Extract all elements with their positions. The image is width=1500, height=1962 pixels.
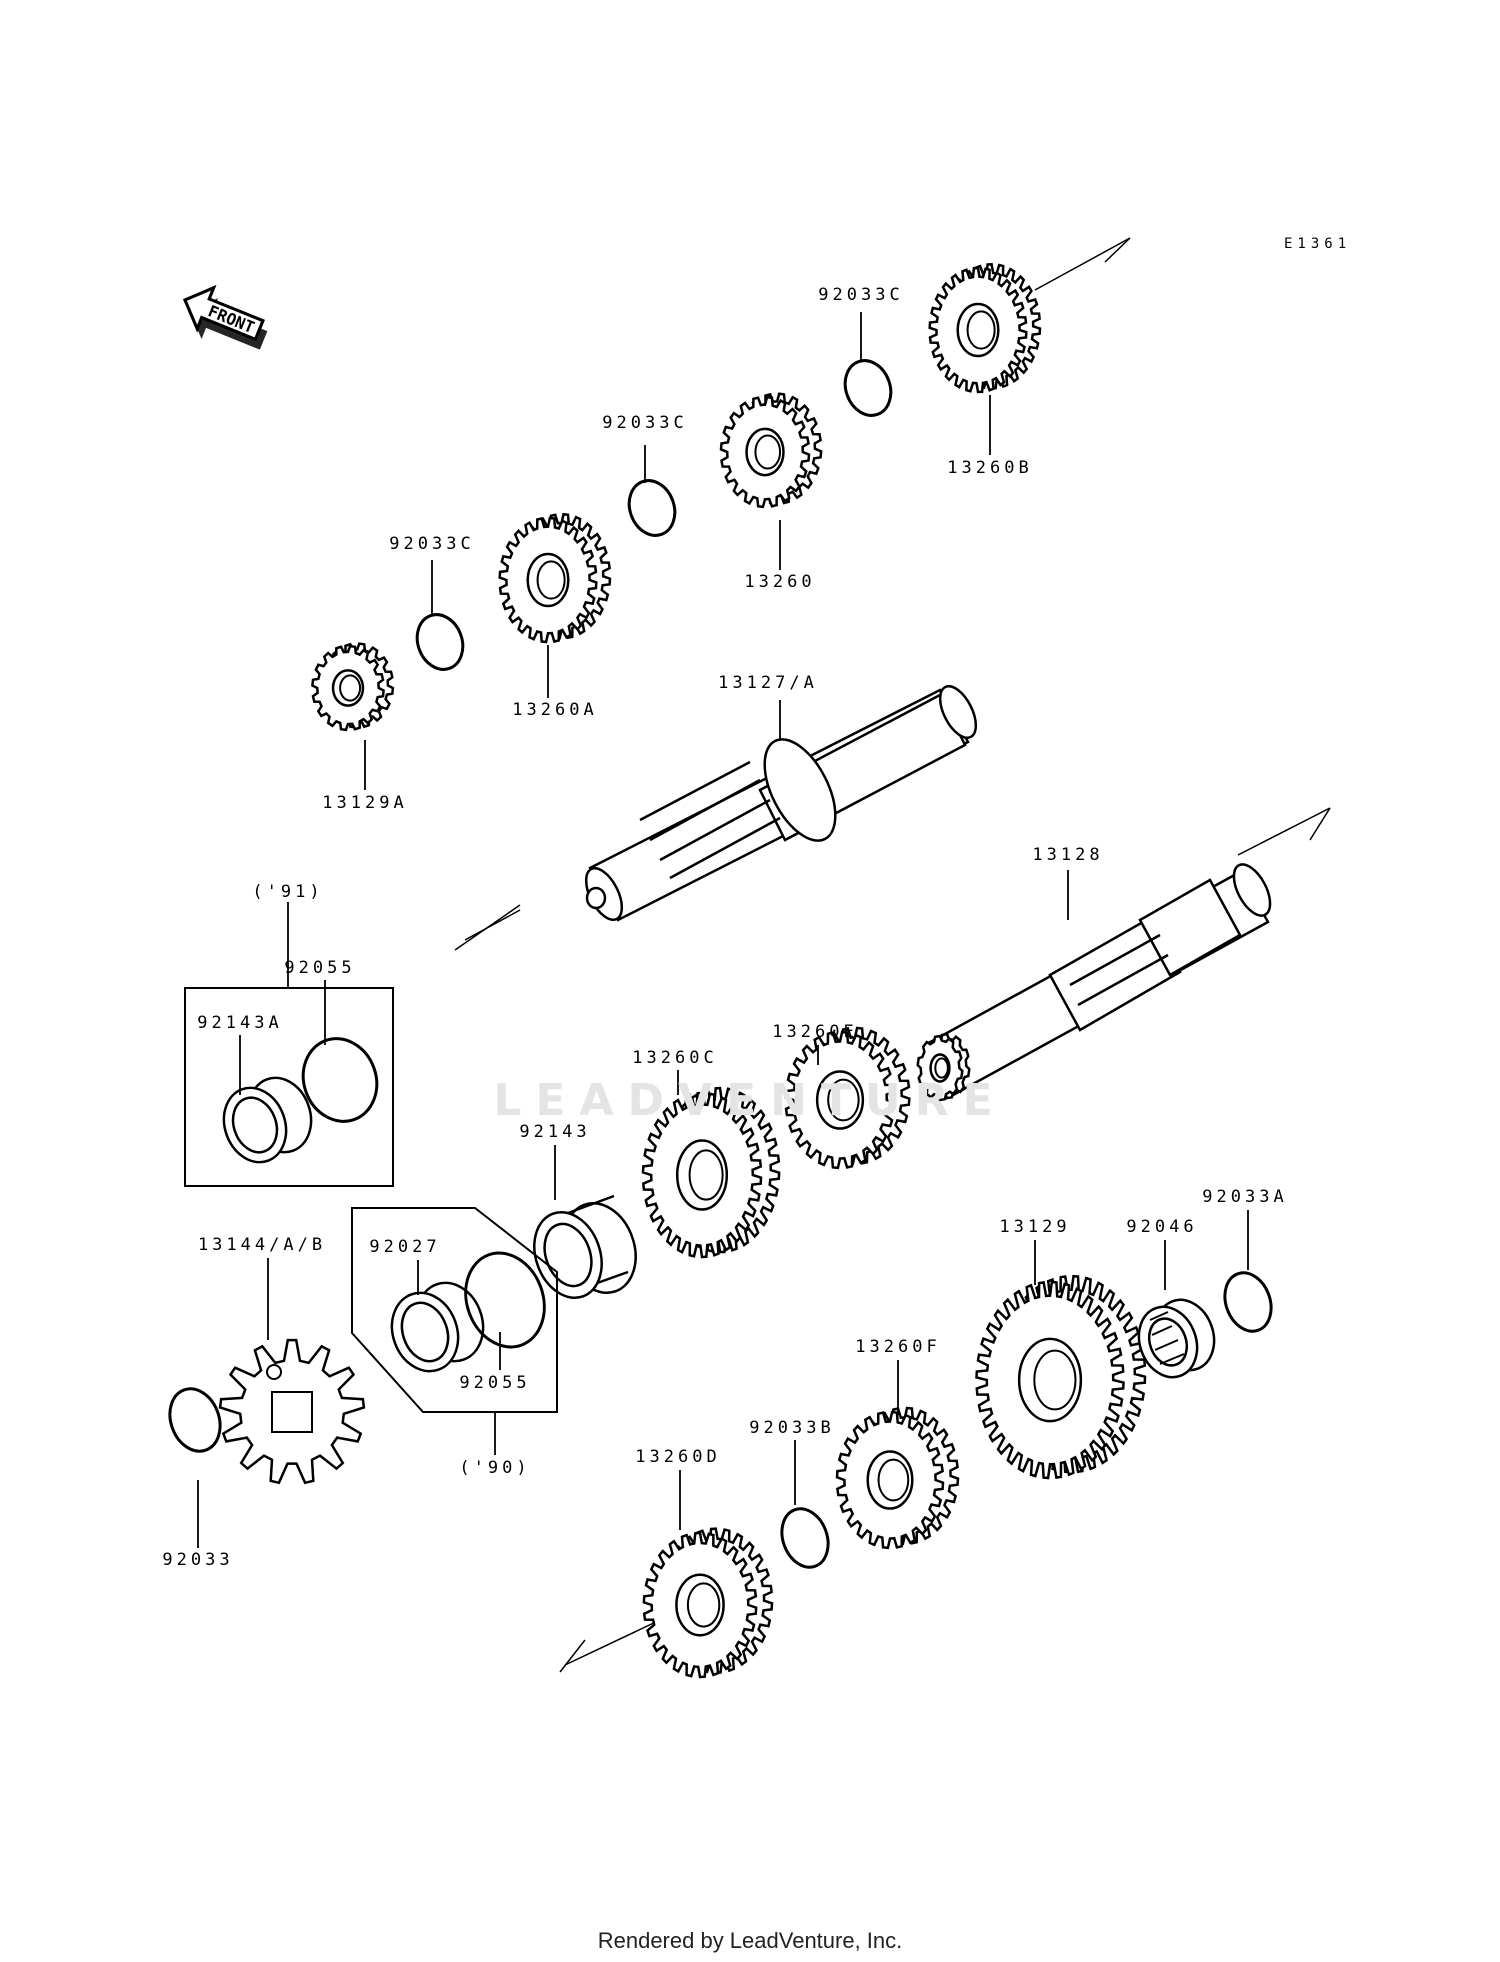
gear-13260F bbox=[835, 1406, 960, 1550]
part-label-13129[interactable]: 13129 bbox=[999, 1217, 1071, 1237]
part-label-92055-top[interactable]: 92055 bbox=[284, 958, 356, 978]
gear-13260 bbox=[719, 392, 823, 509]
part-label-13129A[interactable]: 13129A bbox=[322, 793, 408, 813]
part-label-13260E[interactable]: 13260E bbox=[772, 1022, 858, 1042]
part-label-92033C-top[interactable]: 92033C bbox=[818, 285, 904, 305]
watermark: LEADVENTURE bbox=[493, 1075, 1007, 1126]
bushing-92143 bbox=[533, 1194, 637, 1300]
gear-13260C bbox=[641, 1086, 781, 1259]
part-label-92033A[interactable]: 92033A bbox=[1202, 1187, 1288, 1207]
axis-lines bbox=[454, 237, 1331, 1673]
gear-13129A bbox=[311, 642, 395, 732]
part-label-92046[interactable]: 92046 bbox=[1126, 1217, 1198, 1237]
part-label-92033[interactable]: 92033 bbox=[162, 1550, 234, 1570]
circlip-92033B bbox=[780, 1507, 830, 1569]
circlip-92033A bbox=[1223, 1271, 1273, 1333]
gear-13260D bbox=[642, 1527, 774, 1679]
circlip-92033C-top bbox=[843, 359, 893, 417]
part-label-13128[interactable]: 13128 bbox=[1032, 845, 1104, 865]
part-label-13260D[interactable]: 13260D bbox=[635, 1447, 721, 1467]
part-label-year-90: ('90) bbox=[459, 1458, 531, 1478]
part-label-13260F[interactable]: 13260F bbox=[855, 1337, 941, 1357]
part-label-92033B[interactable]: 92033B bbox=[749, 1418, 835, 1438]
circlip-92033 bbox=[168, 1387, 222, 1453]
front-arrow-icon: FRONT bbox=[183, 285, 268, 350]
gear-13260B bbox=[928, 262, 1042, 394]
part-label-92143A[interactable]: 92143A bbox=[197, 1013, 283, 1033]
part-label-92055-bot[interactable]: 92055 bbox=[459, 1373, 531, 1393]
part-label-13144[interactable]: 13144/A/B bbox=[197, 1235, 327, 1255]
circlip-92033C-low bbox=[415, 613, 465, 671]
part-label-13260C[interactable]: 13260C bbox=[632, 1048, 718, 1068]
part-label-13260B[interactable]: 13260B bbox=[947, 458, 1033, 478]
needle-bearing-92046 bbox=[1137, 1298, 1216, 1379]
part-label-13260[interactable]: 13260 bbox=[744, 572, 816, 592]
variant-box-90 bbox=[351, 1207, 558, 1413]
part-label-13127A[interactable]: 13127/A bbox=[718, 673, 818, 693]
part-label-92027[interactable]: 92027 bbox=[369, 1237, 441, 1257]
countershaft-13128 bbox=[923, 863, 1272, 1097]
gear-13129 bbox=[975, 1274, 1147, 1480]
part-label-year-91: ('91) bbox=[252, 882, 324, 902]
collar-92143A bbox=[222, 1076, 313, 1164]
countershaft-end-spline bbox=[916, 1032, 971, 1102]
footer-credit: Rendered by LeadVenture, Inc. bbox=[597, 1928, 903, 1953]
gear-13260A bbox=[498, 512, 612, 644]
sprocket-13144 bbox=[218, 1338, 366, 1485]
circlip-92033C-mid bbox=[627, 479, 677, 537]
part-label-92143[interactable]: 92143 bbox=[519, 1122, 591, 1142]
variant-box-91 bbox=[184, 987, 394, 1187]
mainshaft-13127A bbox=[584, 685, 978, 922]
part-label-13260A[interactable]: 13260A bbox=[512, 700, 598, 720]
part-label-92033C-low[interactable]: 92033C bbox=[389, 534, 475, 554]
part-label-92033C-mid[interactable]: 92033C bbox=[602, 413, 688, 433]
ring-92055-bot bbox=[464, 1251, 546, 1349]
gear-13260E bbox=[784, 1026, 911, 1170]
leader-lines bbox=[197, 312, 1249, 1548]
diagram-code: E1361 bbox=[1284, 236, 1352, 252]
